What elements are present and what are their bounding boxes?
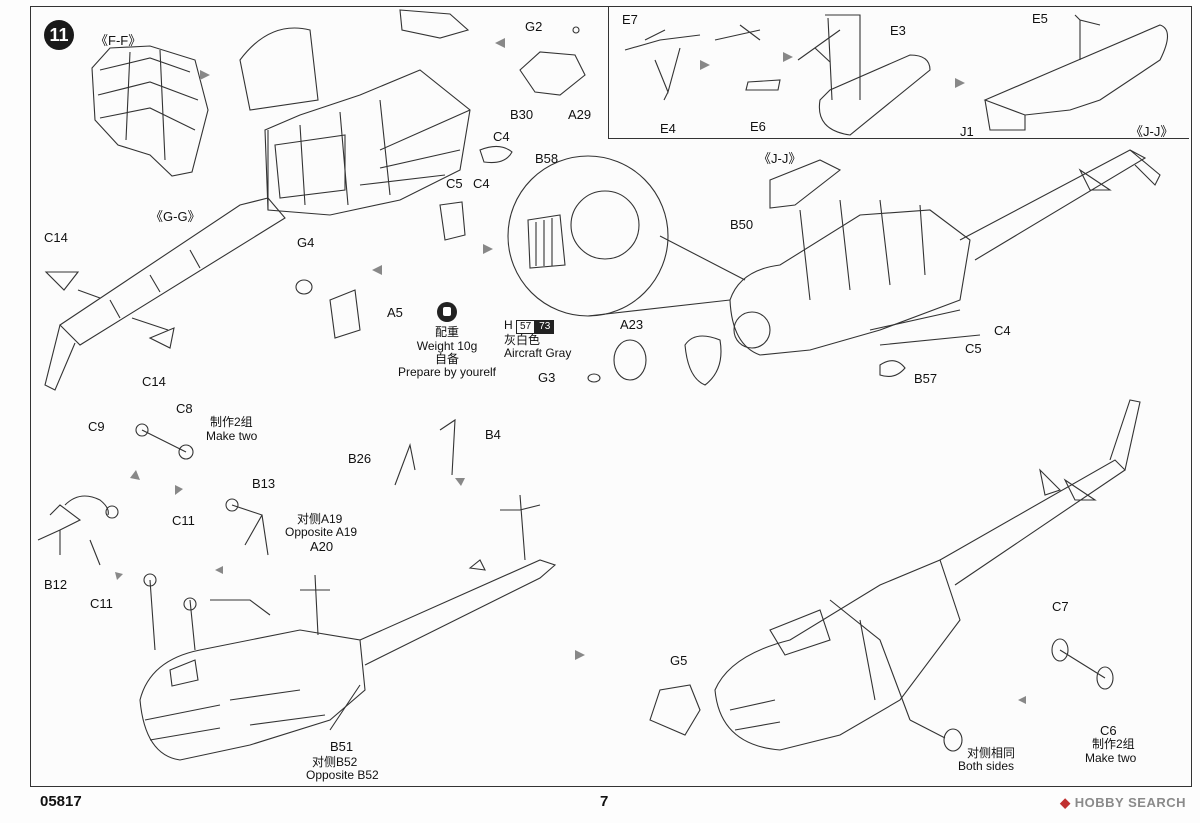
part-label-g3: G3 <box>538 370 556 385</box>
part-label-g5: G5 <box>670 653 688 668</box>
part-label-c7: C7 <box>1052 599 1069 614</box>
part-label-e6: E6 <box>750 119 766 134</box>
watermark: ◆ HOBBY SEARCH <box>1060 795 1186 810</box>
nose-cap-drawing <box>684 335 722 386</box>
paint-code-2: 73 <box>535 320 555 334</box>
part-label-a5: A5 <box>387 305 403 320</box>
part-label-c5: C5 <box>446 176 463 191</box>
part-label-b50: B50 <box>730 217 754 232</box>
weight-note-cn2: 自备 <box>434 352 459 366</box>
part-label-c14-bottom: C14 <box>142 374 166 389</box>
section-gg-label: 《G-G》 <box>150 209 201 224</box>
ff-frame-drawing <box>91 45 209 177</box>
cockpit-detail-circle <box>507 155 746 317</box>
part-label-b13: B13 <box>252 476 276 491</box>
bottom-right-drawings <box>649 399 1141 752</box>
direction-arrows <box>115 38 1026 704</box>
part-label-c9: C9 <box>88 419 105 434</box>
part-label-b58: B58 <box>535 151 559 166</box>
bottom-assembly-panel <box>30 396 1192 787</box>
weight-note-en2: Prepare by yourelf <box>397 365 497 379</box>
opposite-a19-cn: 对侧A19 <box>297 512 343 526</box>
part-label-b26: B26 <box>348 451 372 466</box>
part-label-b30: B30 <box>510 107 534 122</box>
jj-inset-panel <box>608 7 1189 139</box>
paint-name-cn: 灰白色 <box>504 333 541 347</box>
part-label-b57: B57 <box>914 371 938 386</box>
section-jj-inset-label: 《J-J》 <box>1130 124 1174 139</box>
part-label-e3: E3 <box>890 23 906 38</box>
both-sides-en: Both sides <box>958 759 1015 773</box>
paint-code-1: 57 <box>516 320 536 334</box>
part-label-c11-a: C11 <box>172 513 195 528</box>
tail-boom-top-drawing <box>44 197 286 391</box>
make-two-en: Make two <box>206 429 258 443</box>
g3-part-drawing <box>587 373 601 383</box>
part-label-b12: B12 <box>44 577 68 592</box>
product-code: 05817 <box>40 793 82 810</box>
inset-drawings <box>624 14 1169 136</box>
a23-part-drawing <box>613 339 647 381</box>
make-two2-cn: 制作2组 <box>1092 737 1135 751</box>
part-label-a23: A23 <box>620 317 644 332</box>
a29-part-drawing <box>519 51 586 96</box>
weight-note-en: Weight 10g <box>416 339 478 353</box>
section-jj-main-label: 《J-J》 <box>758 151 802 166</box>
g2-part-drawing <box>572 26 580 34</box>
paint-name-en: Aircraft Gray <box>504 346 572 360</box>
part-label-b4: B4 <box>485 427 501 442</box>
weight-note-cn: 配重 <box>434 325 459 339</box>
part-label-c8: C8 <box>176 401 193 416</box>
part-label-c4-right: C4 <box>994 323 1011 338</box>
opposite-a19-en: Opposite A19 <box>285 525 358 539</box>
opposite-b52-en: Opposite B52 <box>306 768 379 782</box>
a5-part-drawing <box>329 289 361 339</box>
part-label-j1: J1 <box>960 124 974 139</box>
part-label-g4: G4 <box>297 235 315 250</box>
part-label-a20: A20 <box>310 539 334 554</box>
watermark-text: HOBBY SEARCH <box>1074 795 1186 810</box>
section-ff-label: 《F-F》 <box>95 33 142 48</box>
bottom-left-drawings <box>37 418 557 761</box>
fuselage-right-drawing <box>729 149 1161 377</box>
both-sides-cn: 对侧相同 <box>967 746 1016 760</box>
part-label-g2: G2 <box>525 19 543 34</box>
part-label-a29: A29 <box>568 107 592 122</box>
weight-icon <box>437 302 457 322</box>
g4-part-drawing <box>295 279 313 295</box>
part-label-c4-b: C4 <box>473 176 490 191</box>
part-label-e7: E7 <box>622 12 638 27</box>
part-label-c6: C6 <box>1100 723 1117 738</box>
step-number-badge: 11 <box>44 20 74 50</box>
part-label-e5: E5 <box>1032 11 1048 26</box>
part-label-c5-right: C5 <box>965 341 982 356</box>
fuselage-top-drawing <box>239 9 513 241</box>
part-label-c11-b: C11 <box>90 596 113 611</box>
part-label-c4-a: C4 <box>493 129 510 144</box>
page-number: 7 <box>600 793 609 810</box>
make-two-cn: 制作2组 <box>210 415 253 429</box>
part-label-c14-top: C14 <box>44 230 68 245</box>
part-label-e4: E4 <box>660 121 676 136</box>
part-label-b51: B51 <box>330 739 354 754</box>
opposite-b52-cn: 对侧B52 <box>312 755 358 769</box>
paint-letter: H <box>504 318 513 332</box>
make-two2-en: Make two <box>1085 751 1137 765</box>
